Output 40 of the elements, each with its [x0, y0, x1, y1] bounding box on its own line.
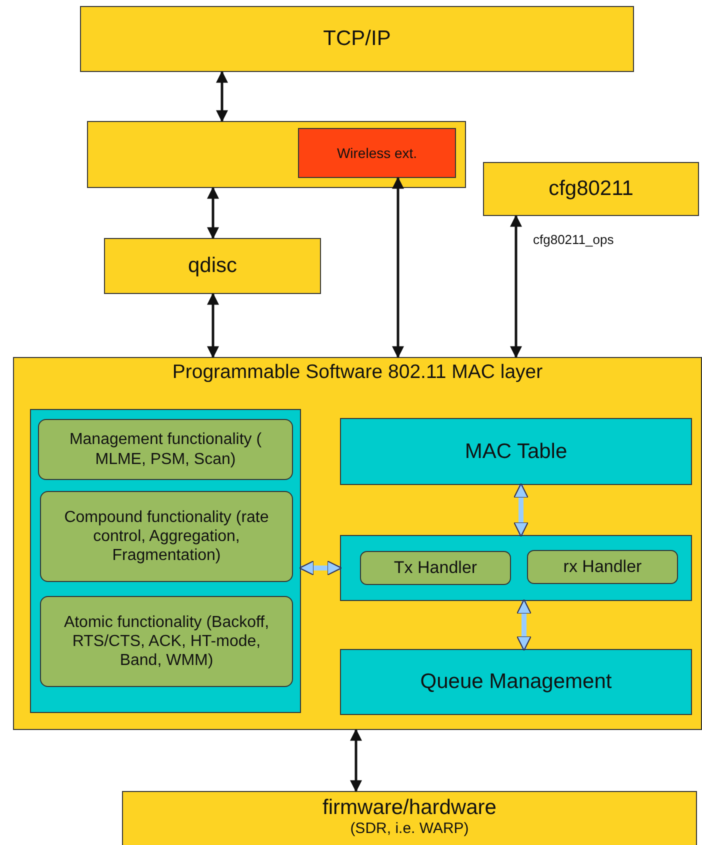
handler-box	[360, 551, 511, 585]
node-label: Management functionality ( MLME, PSM, Scan)	[68, 430, 263, 469]
node-label: Atomic functionality (Backoff, RTS/CTS, ACK, HT-mode, Band, WMM)	[62, 612, 270, 670]
module-box	[298, 128, 456, 178]
node-label: Queue Management	[419, 669, 613, 695]
layer-box	[80, 6, 634, 72]
connector-arrow	[516, 599, 532, 651]
connector-arrow	[513, 483, 529, 537]
layer-box	[87, 121, 466, 188]
layer-box	[104, 238, 321, 294]
node-label: Tx Handler	[392, 558, 478, 578]
connector-arrow	[510, 214, 522, 358]
connector-arrow	[207, 186, 219, 240]
layer-box	[483, 162, 699, 216]
handler-panel	[340, 535, 692, 601]
node-label: Programmable Software 802.11 MAC layer	[171, 361, 544, 384]
function-box	[40, 491, 293, 582]
module-box	[340, 418, 692, 485]
connector-arrow	[392, 176, 404, 358]
node-label: MAC Table	[464, 438, 568, 464]
functionality-panel	[30, 409, 301, 713]
handler-box	[527, 550, 678, 584]
module-box	[340, 649, 692, 715]
connector-arrow	[299, 560, 342, 576]
layer-box	[122, 791, 697, 845]
connector-arrow	[216, 70, 228, 122]
layer-container	[13, 357, 702, 730]
node-label: Compound functionality (rate control, Aggregation, Fragmentation)	[63, 508, 270, 566]
node-label: cfg80211	[548, 176, 634, 202]
node-label: qdisc	[186, 253, 238, 279]
node-label: Wireless ext.	[336, 144, 418, 162]
node-label: rx Handler	[562, 556, 643, 578]
function-box	[40, 596, 293, 687]
connector-arrow	[207, 292, 219, 358]
node-sublabel: (SDR, i.e. WARP)	[349, 820, 470, 838]
node-label: firmware/hardware	[322, 795, 498, 820]
node-label: TCP/IP	[322, 26, 392, 52]
function-box	[38, 419, 293, 480]
edge-label: cfg80211_ops	[532, 232, 615, 247]
connector-arrow	[350, 728, 362, 792]
